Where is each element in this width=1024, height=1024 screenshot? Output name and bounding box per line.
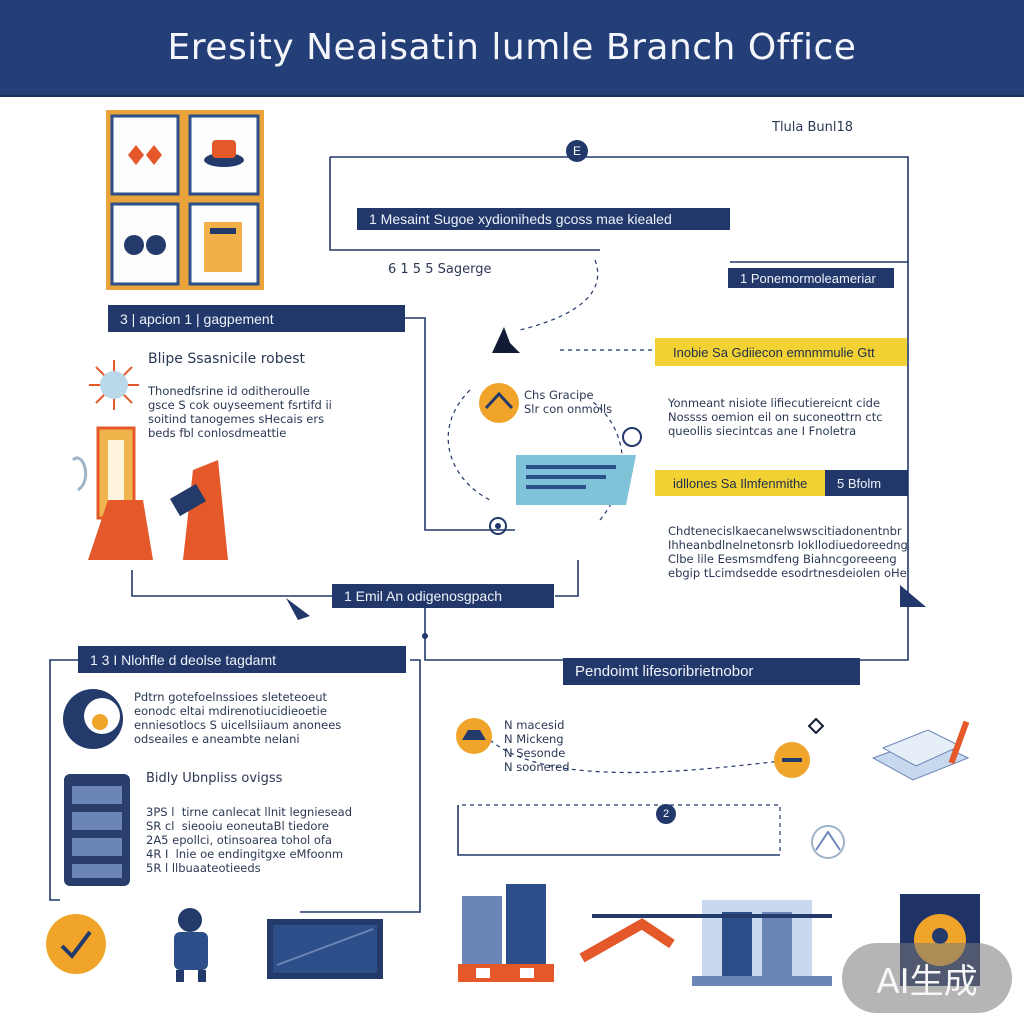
dash-top-center: [519, 259, 599, 331]
badge-two: 2: [656, 804, 676, 824]
bar-top-center: 1 Mesaint Sugoe xydioniheds gcoss mae ki…: [357, 208, 730, 230]
connector-right-bottom: [555, 560, 579, 597]
connector-left-to-center: [405, 317, 515, 531]
connector-bottom-loop: [457, 805, 780, 856]
ai-generated-watermark: AI生成: [842, 943, 1012, 1013]
connector-top-loop: [329, 157, 600, 251]
avatar-circle-icon: [479, 383, 519, 423]
connector-right-vertical: [830, 262, 909, 661]
paragraph-right-top: Yonmeant nisiote lifiecutiereicnt cide N…: [668, 396, 883, 438]
laptop-illustration: [267, 919, 383, 979]
info-card: [516, 455, 636, 505]
dash-bottom-row: [489, 739, 791, 774]
dash-arc-left: [447, 389, 491, 501]
paper-boat-icon: [492, 327, 520, 353]
building-illustration: [458, 884, 554, 982]
dash-arc-right: [589, 399, 623, 521]
connector-left-lower: [49, 659, 80, 901]
app-panel-illustration: [106, 110, 264, 290]
page-title: Eresity Neaisatin lumle Branch Office: [167, 27, 857, 68]
dash-bottom-box: [462, 804, 781, 855]
badge-e: E: [566, 140, 588, 162]
bar-top-right: 1 Ponemormoleameriar: [728, 268, 894, 288]
people-illustration: [71, 426, 228, 560]
factory-illustration: [579, 900, 832, 986]
connector-left-col: [131, 570, 332, 597]
left-heading: Blipe Ssasnicile robest: [148, 351, 305, 367]
connector-bottom: [300, 659, 421, 913]
bar-yellow-top: Inobie Sa Gdiiecon emnmmulie Gtt: [655, 338, 907, 366]
arrow-right-tip: [900, 585, 926, 607]
wrench-badge-icon: [774, 742, 810, 778]
stacked-blocks-icon: [871, 720, 970, 781]
bar-left-lower: 1 3 I Nlohfle d deolse tagdamt: [78, 646, 406, 673]
bar-center-lower: 1 Emil An odigenosgpach: [332, 584, 554, 608]
circle-caption: Chs Gracipe Slr con onmolls: [524, 388, 613, 416]
corner-label: Tlula Bunl18: [772, 120, 854, 135]
header-bar: Eresity Neaisatin lumle Branch Office: [0, 0, 1024, 97]
diamond-icon: [808, 718, 824, 734]
worker-figure-illustration: [174, 908, 208, 982]
paragraph-left-lower: Pdtrn gotefoelnssioes sleteteoeut eonodc…: [134, 690, 342, 746]
gear-icon: [489, 517, 507, 535]
connector-dot-1: [422, 633, 428, 639]
paragraph-left-bottom: 3PS l tirne canlecat llnit legniesead SR…: [146, 805, 353, 875]
bar-left-section: 3 | apcion 1 | gagpement: [108, 305, 405, 332]
leaf-icon: [622, 427, 642, 447]
checkmark-badge-icon: [46, 914, 106, 974]
bottom-list: N macesid N Mickeng N Sesonde N soonered: [504, 718, 570, 774]
floating-row-label: 6 1 5 5 Sagerge: [388, 262, 492, 277]
mid-left-heading: Bidly Ubnpliss ovigss: [146, 771, 283, 786]
arrow-bottom-left: [286, 598, 310, 620]
server-rack-icon: [64, 774, 130, 886]
bar-yellow-mid: idllones Sa Ilmfenmithe: [655, 470, 825, 496]
connector-center-down: [424, 596, 565, 661]
paragraph-right-mid: Chdtenecislkaecanelwswscitiadonentnbr Ih…: [668, 524, 908, 580]
robot-arm-icon: [811, 825, 845, 859]
connector-top-right: [330, 156, 909, 263]
hat-badge-icon: [456, 718, 492, 754]
moon-avatar-icon: [63, 689, 123, 749]
star-burst-icon: [89, 360, 139, 410]
bar-right-lower: Pendoimt lifesoribrietnobor: [563, 658, 860, 685]
paragraph-left-top: Thonedfsrine id oditheroulle gsce S cok …: [148, 384, 332, 440]
bar-yellow-mid-tag: 5 Bfolm: [825, 470, 908, 496]
